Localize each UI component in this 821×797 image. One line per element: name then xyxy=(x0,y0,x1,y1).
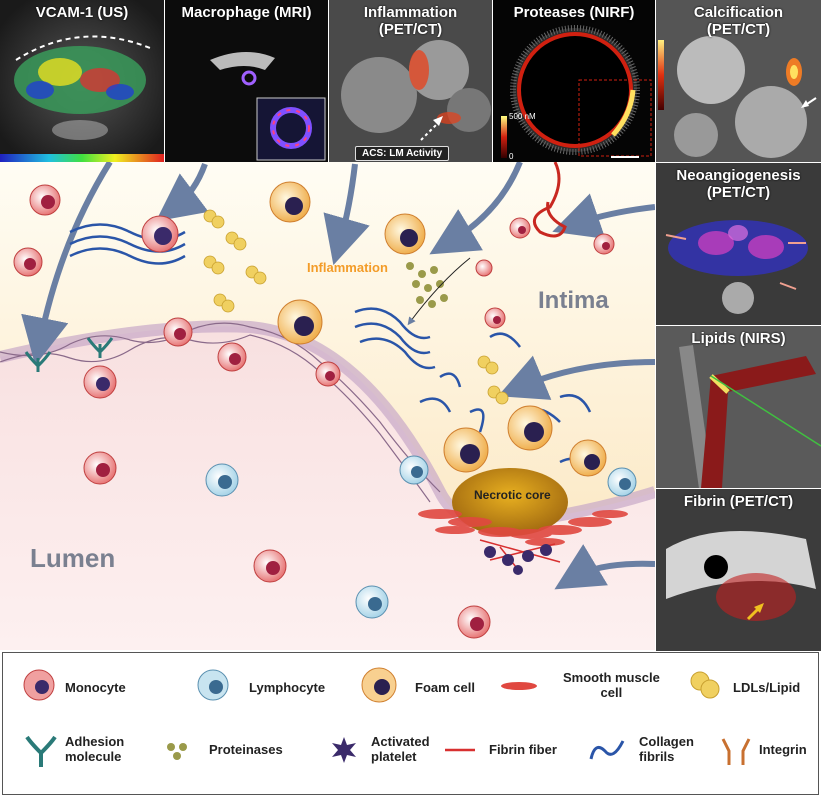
panel-title-fibrin: Fibrin (PET/CT) xyxy=(683,493,794,510)
calcification-pet-image xyxy=(658,36,817,158)
inflammation-label: Inflammation xyxy=(307,260,388,275)
legend-collagen: Collagen fibrils xyxy=(639,734,694,764)
panel-lipids-nirs: Lipids (NIRS) xyxy=(656,326,821,488)
panel-fibrin-pet: Fibrin (PET/CT) xyxy=(656,489,821,651)
inflammation-pet-image xyxy=(341,40,491,141)
panel-proteases-nirf: Proteases (NIRF) 500 nM 0 xyxy=(493,0,655,162)
ldl-icon xyxy=(690,671,720,699)
panel-title-inflammation: Inflammation (PET/CT) xyxy=(363,4,458,38)
legend-foam-cell: Foam cell xyxy=(415,680,475,695)
legend-lymphocyte: Lymphocyte xyxy=(249,680,326,695)
foam-cell-icon xyxy=(361,667,397,703)
panel-title-macrophage: Macrophage (MRI) xyxy=(181,4,312,21)
panel-title-proteases: Proteases (NIRF) xyxy=(513,4,635,21)
macrophage-mri-image xyxy=(210,51,326,161)
panel-title-calcification: Calcification (PET/CT) xyxy=(693,4,784,38)
proteases-nirf-image xyxy=(501,25,652,158)
fibrin-pet-image xyxy=(666,531,816,621)
legend-adhesion: Adhesion molecule xyxy=(65,734,125,764)
panel-macrophage-mri: Macrophage (MRI) xyxy=(165,0,328,162)
panel-inflammation-pet: Inflammation (PET/CT) ACS: LM Activity xyxy=(329,0,492,162)
neoangiogenesis-pet-image xyxy=(665,220,808,314)
adhesion-molecule-icon xyxy=(25,735,57,767)
panel-neoangiogenesis-pet: Neoangiogenesis (PET/CT) xyxy=(656,163,821,325)
lymphocyte-icon xyxy=(197,669,229,701)
panel-calcification-pet: Calcification (PET/CT) xyxy=(656,0,821,162)
monocyte-icon xyxy=(23,669,55,701)
legend-integrin: Integrin xyxy=(759,742,807,757)
plaque-schematic xyxy=(0,162,655,650)
scale-min-label: 0 xyxy=(509,152,514,161)
panel-title-lipids: Lipids (NIRS) xyxy=(691,330,786,347)
panel-title-vcam: VCAM-1 (US) xyxy=(35,4,129,21)
lumen-region xyxy=(0,326,655,650)
legend-monocyte: Monocyte xyxy=(65,680,126,695)
proteinases-icon xyxy=(167,743,187,760)
collagen-icon xyxy=(589,740,625,760)
panel-title-neoangiogenesis: Neoangiogenesis (PET/CT) xyxy=(676,167,801,201)
lumen-label: Lumen xyxy=(30,543,116,573)
smooth-muscle-icon xyxy=(501,682,537,690)
necrotic-core-label: Necrotic core xyxy=(474,488,551,502)
intima-label: Intima xyxy=(538,287,609,314)
platelet-icon xyxy=(332,737,356,763)
legend-ldl: LDLs/Lipid xyxy=(733,680,801,695)
scale-max-label: 500 nM xyxy=(509,112,536,121)
legend: Monocyte Lymphocyte Foam cell Smooth mus… xyxy=(2,652,819,795)
legend-proteinases: Proteinases xyxy=(209,742,283,757)
acs-callout: ACS: LM Activity xyxy=(355,146,450,161)
legend-smooth-muscle: Smooth muscle cell xyxy=(563,670,660,700)
integrin-icon xyxy=(721,738,751,765)
legend-platelet: Activated platelet xyxy=(371,734,430,764)
panel-vcam-us: VCAM-1 (US) xyxy=(0,0,164,162)
lipids-nirs-image xyxy=(679,345,821,488)
fibrin-fiber-icon xyxy=(445,748,475,752)
vcam-ultrasound-image xyxy=(0,0,164,162)
legend-fibrin: Fibrin fiber xyxy=(489,742,557,757)
